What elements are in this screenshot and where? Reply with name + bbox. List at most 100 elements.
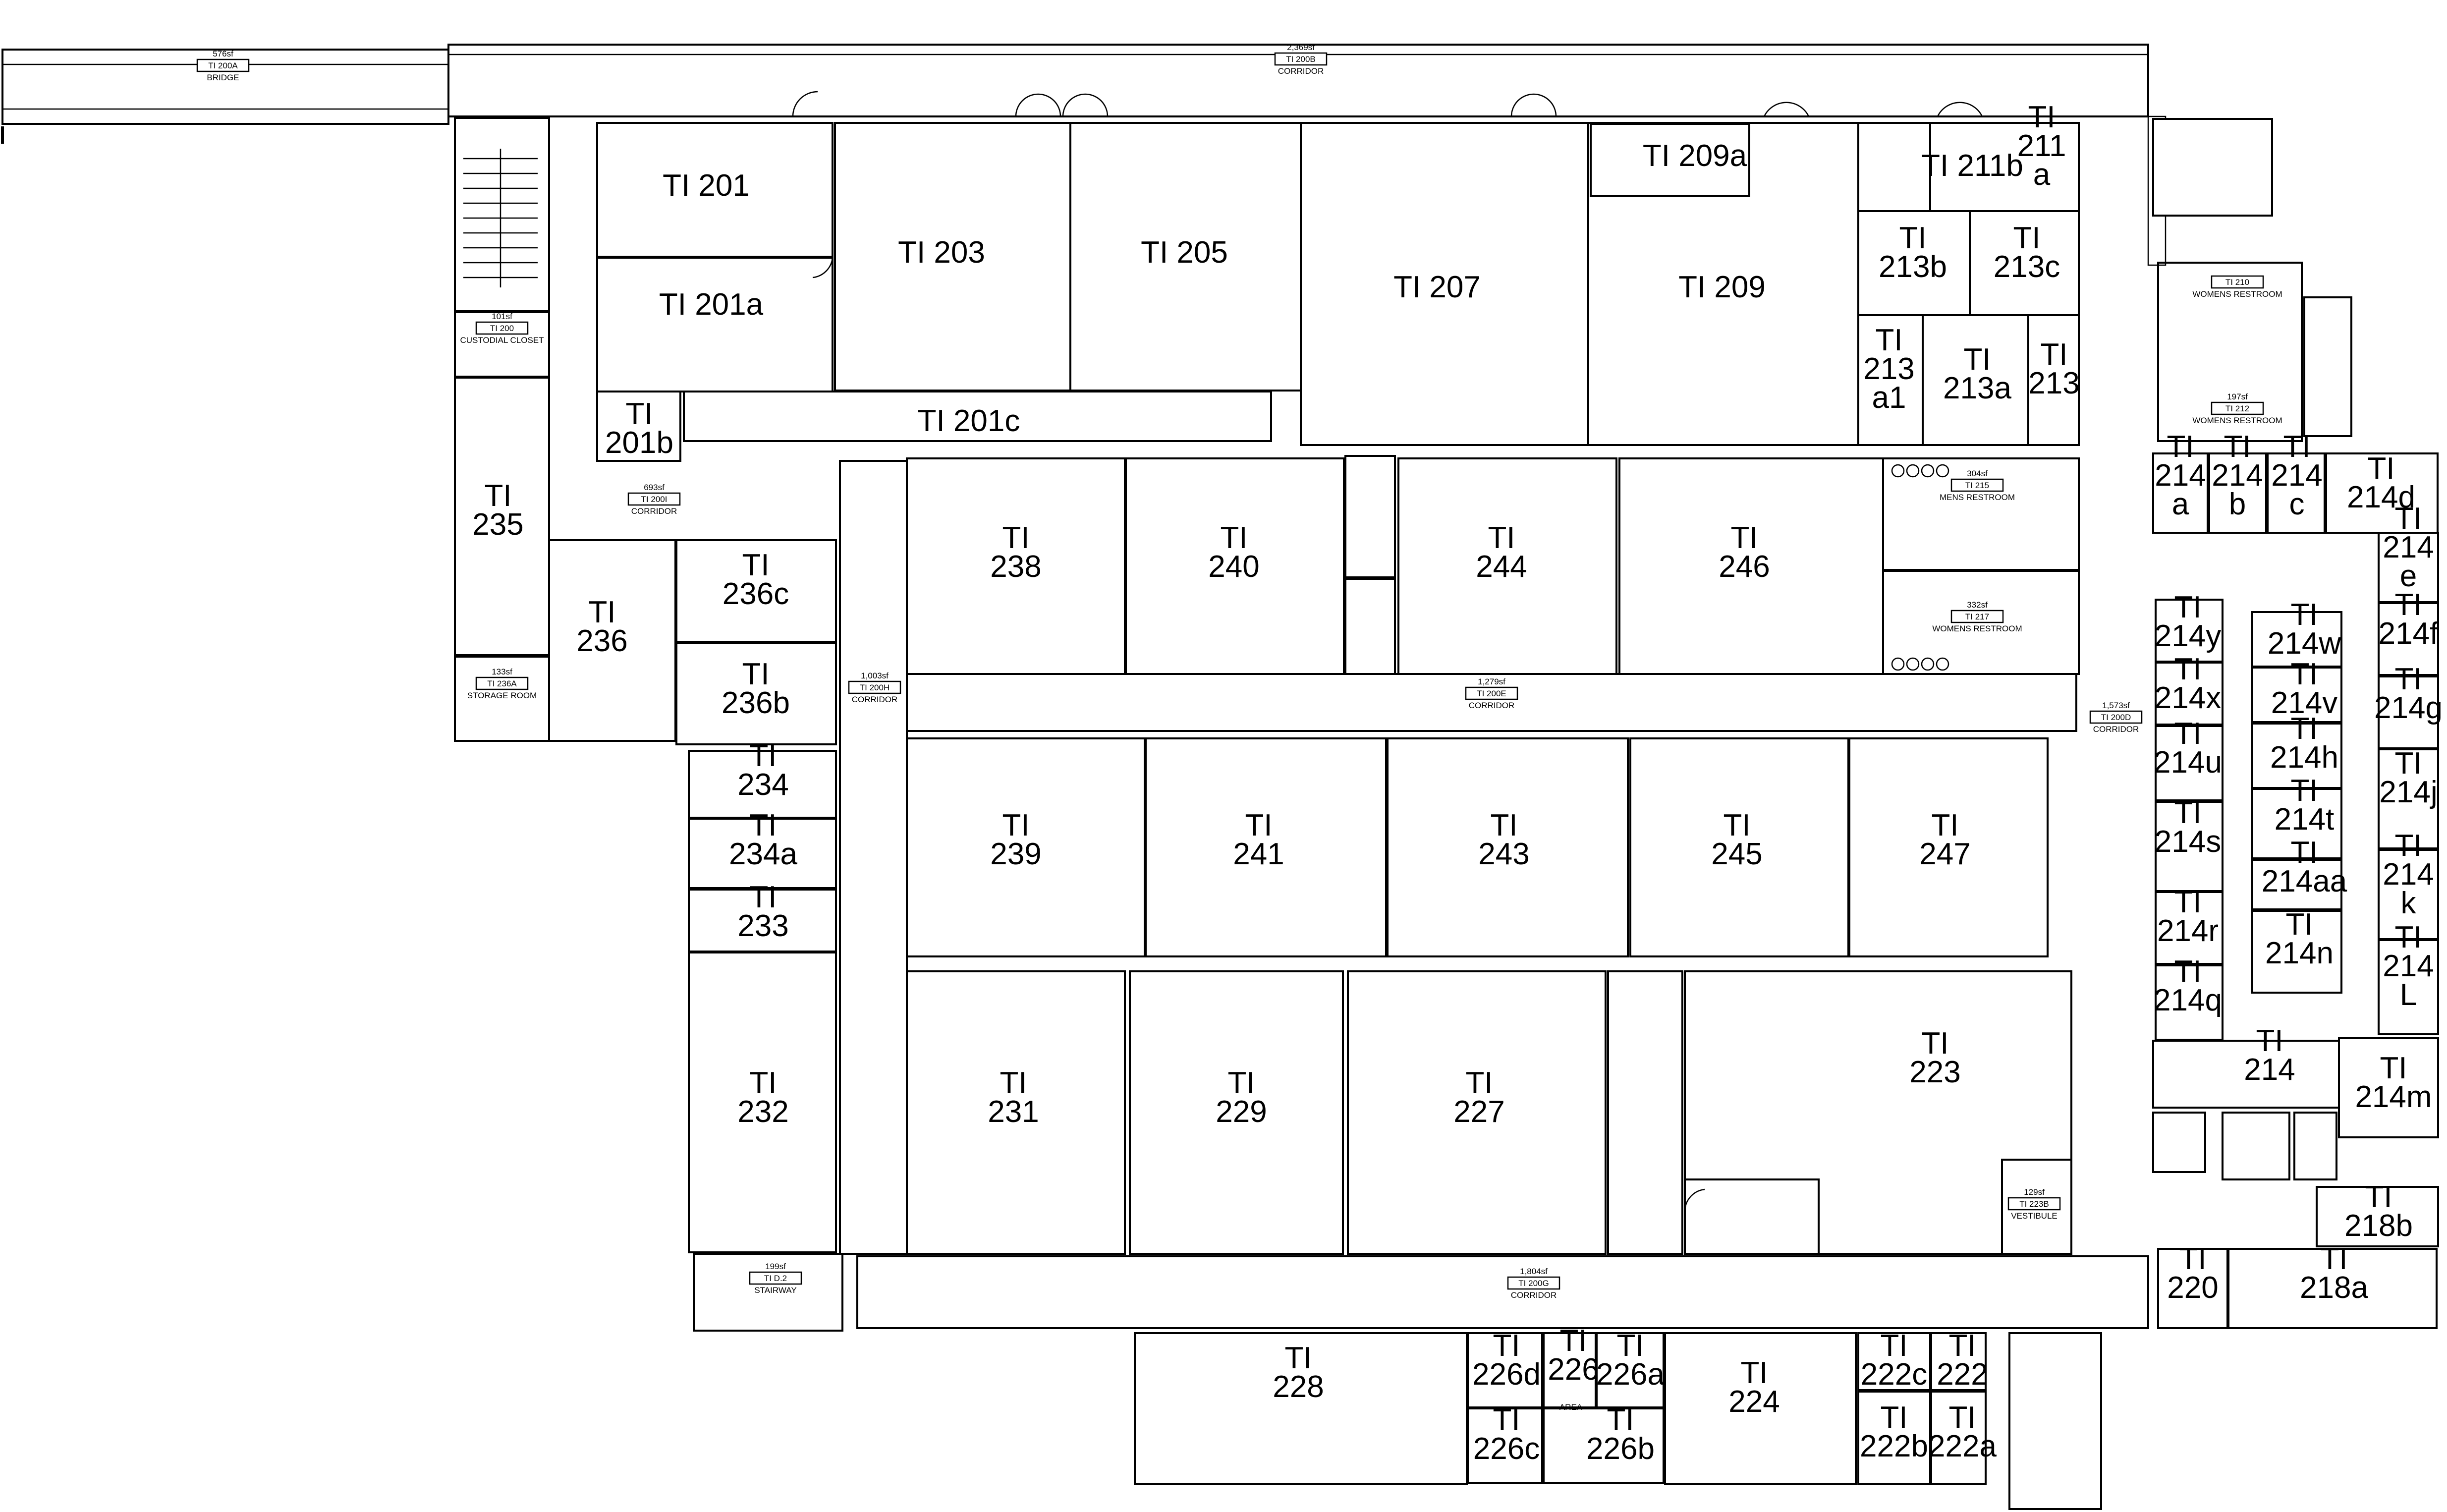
room-label-line: TI xyxy=(1875,323,1902,357)
room-label-line: TI xyxy=(2040,337,2067,372)
room-label-line: 214s xyxy=(2155,825,2221,859)
room-label-line: TI xyxy=(749,808,777,842)
space-tag-area: 304sf xyxy=(1967,469,1988,478)
space-tag-name: WOMENS RESTROOM xyxy=(2192,289,2282,299)
space-tag-code: TI 200E xyxy=(1477,689,1506,698)
space-tag-box xyxy=(1274,52,1328,66)
room-label-line: a xyxy=(2172,487,2189,521)
space-tag-code: TI 217 xyxy=(1965,612,1989,621)
space-tag-code: TI D.2 xyxy=(764,1274,787,1283)
room-label-line: b xyxy=(2229,487,2246,521)
room-label-line: TI xyxy=(484,479,511,513)
room-label-line: 213 xyxy=(1863,352,1914,386)
room-label-line: TI xyxy=(1723,808,1750,842)
room-label-line: TI xyxy=(742,657,769,691)
west-wing-walls xyxy=(454,117,550,742)
room-label-line: 236c xyxy=(723,577,789,611)
room-label-line: TI xyxy=(1607,1403,1634,1437)
room-label-line: TI xyxy=(2174,885,2201,919)
space-tag-box xyxy=(1950,610,2004,623)
room-label-line: k xyxy=(2401,886,2417,920)
space-tag-box xyxy=(627,492,681,506)
room-label-line: TI xyxy=(1493,1329,1520,1363)
room-label-207: TI 207 xyxy=(1393,270,1481,304)
room-label-line: 213 xyxy=(2028,366,2079,400)
room-label-line: TI xyxy=(2394,662,2422,696)
room-label-line: TI xyxy=(2290,657,2318,691)
area-note: AREA xyxy=(1559,1402,1583,1412)
room-label-line: 229 xyxy=(1216,1095,1267,1129)
room-label-line: 244 xyxy=(1476,550,1527,584)
space-tag-name: CORRIDOR xyxy=(852,695,898,704)
room-label-line: TI xyxy=(1963,342,1991,377)
room-label-line: TI xyxy=(2285,907,2313,942)
room-label-line: 214m xyxy=(2355,1080,2432,1114)
room-label-line: TI xyxy=(2394,920,2422,954)
room-label-line: 226c xyxy=(1473,1432,1540,1466)
space-tag-box xyxy=(1465,686,1518,700)
room-label-line: TI xyxy=(1880,1329,1907,1363)
room-label-line: TI xyxy=(2320,1242,2347,1276)
space-tag-box xyxy=(848,680,901,694)
room-label-line: 214x xyxy=(2155,681,2221,715)
space-tag-area: 1,804sf xyxy=(1520,1267,1548,1276)
room-label-line: 227 xyxy=(1453,1095,1504,1129)
room-label-line: TI xyxy=(2367,451,2394,486)
room-label-line: TI xyxy=(1227,1066,1255,1100)
room-label-line: TI xyxy=(2174,717,2201,751)
room-label-line: 226a xyxy=(1596,1357,1665,1392)
space-tag-code: TI 200A xyxy=(208,61,238,70)
room-label-line: 223 xyxy=(1909,1055,1960,1089)
room-label-line: TI xyxy=(1740,1356,1768,1390)
room-label-line: 243 xyxy=(1478,837,1529,871)
room-label-line: TI 211b xyxy=(1921,149,2023,183)
space-tag-name: STORAGE ROOM xyxy=(467,691,537,700)
room-label-209: TI 209 xyxy=(1678,270,1766,304)
space-tag-code: TI 200 xyxy=(490,324,514,333)
room-label-line: TI 201 xyxy=(663,168,750,203)
space-tag-area: 101sf xyxy=(492,312,512,321)
room-label-line: 235 xyxy=(472,507,523,542)
room-label-line: 236 xyxy=(576,624,627,658)
room-label-line: TI xyxy=(2174,652,2201,686)
room-label-line: TI 201a xyxy=(659,287,764,322)
room-label-line: 234a xyxy=(729,837,797,871)
room-label-line: TI xyxy=(1465,1066,1493,1100)
room-label-line: TI xyxy=(2028,100,2055,134)
room-label-line: TI xyxy=(749,739,777,773)
room-label-line: TI xyxy=(2365,1180,2392,1214)
room-outlines xyxy=(548,115,2439,1510)
room-label-line: TI 203 xyxy=(898,235,985,270)
room-label-line: TI xyxy=(1899,221,1926,255)
room-label-209a: TI 209a xyxy=(1643,139,1747,173)
room-label-line: TI xyxy=(2290,598,2318,632)
